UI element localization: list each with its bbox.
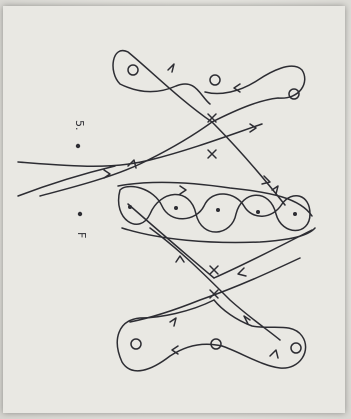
chain-dot-5	[293, 212, 297, 216]
paper-sheet	[3, 6, 345, 413]
chain-dot-4	[256, 210, 260, 214]
bottom-left-lobe	[116, 299, 223, 372]
annotation-dot-a	[75, 143, 81, 149]
x-mark-4	[209, 289, 219, 299]
top-left-circle	[127, 64, 139, 76]
annotation-dot-b	[77, 211, 83, 217]
x-mark-3	[209, 265, 219, 275]
upper-left-strand	[39, 121, 213, 197]
upper-right-strand	[211, 121, 286, 206]
arrow-marks	[103, 63, 279, 359]
x-mark-2	[207, 149, 217, 159]
lower-diagonal	[17, 165, 116, 197]
top-right-circle	[288, 88, 300, 100]
x-mark-1	[207, 113, 217, 123]
annotation-label-a: 5.	[73, 120, 86, 131]
bottom-left-circle	[130, 338, 142, 350]
lower-cross-back	[129, 257, 301, 323]
chain-upper-arc	[117, 181, 313, 217]
top-left-lobe	[112, 49, 213, 123]
bottom-middle-circle	[210, 338, 222, 350]
bottom-right-lobe	[213, 299, 307, 369]
lower-long-strand	[149, 227, 281, 341]
chain-of-loops	[117, 185, 311, 233]
chain-dot-2	[174, 206, 178, 210]
top-middle-circle	[209, 74, 221, 86]
long-crossing-line	[17, 123, 263, 167]
lower-left-strand	[127, 203, 215, 279]
chain-dot-1	[128, 205, 132, 209]
bottom-right-circle	[290, 342, 302, 354]
lower-right-strand	[213, 229, 313, 279]
top-right-lobe	[204, 65, 306, 123]
chain-dot-3	[216, 208, 220, 212]
annotation-label-b: F	[75, 232, 88, 238]
chain-lower-arc	[121, 227, 316, 244]
